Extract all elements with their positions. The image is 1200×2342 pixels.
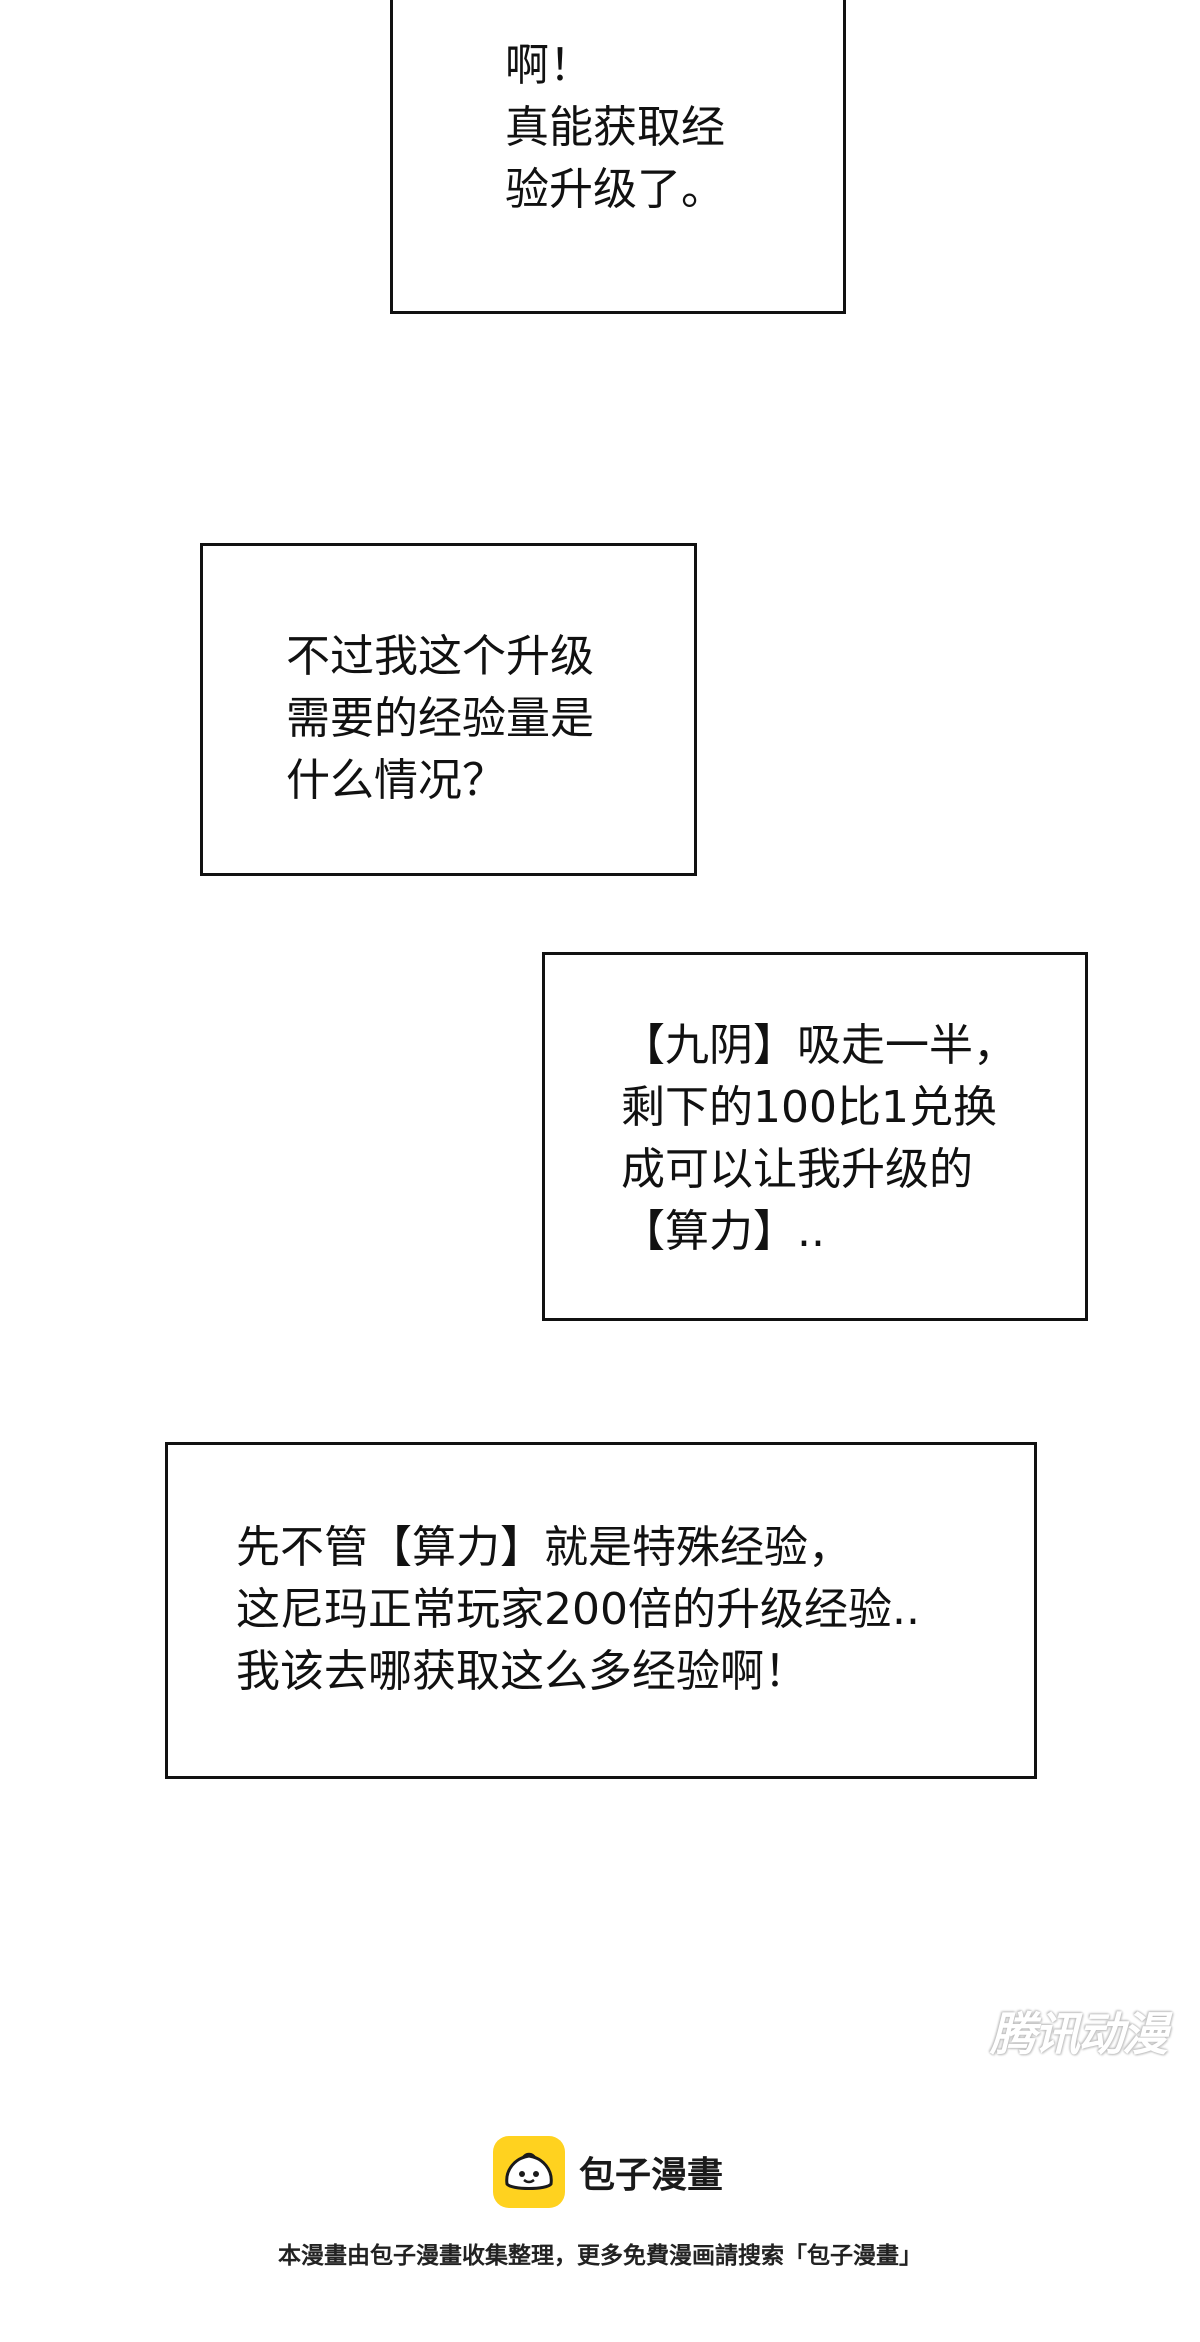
- speech-box-4: 先不管【算力】就是特殊经验， 这尼玛正常玩家200倍的升级经验.. 我该去哪获取…: [165, 1442, 1037, 1779]
- tencent-comic-watermark: 腾讯动漫: [990, 2007, 1168, 2061]
- speech-text-4: 先不管【算力】就是特殊经验， 这尼玛正常玩家200倍的升级经验.. 我该去哪获取…: [236, 1522, 920, 1697]
- footer-note: 本漫畫由包子漫畫收集整理，更多免費漫画請搜索「包子漫畫」: [278, 2243, 922, 2269]
- speech-box-3: 【九阴】吸走一半， 剩下的100比1兑换 成可以让我升级的 【算力】..: [542, 952, 1088, 1321]
- speech-text-1: 啊！ 真能获取经 验升级了。: [505, 40, 725, 215]
- brand-logo[interactable]: 包子漫畫: [493, 2136, 723, 2208]
- speech-box-2: 不过我这个升级 需要的经验量是 什么情况？: [200, 543, 697, 876]
- brand-name: 包子漫畫: [579, 2155, 724, 2196]
- bun-mascot-icon: [493, 2136, 565, 2208]
- speech-text-2: 不过我这个升级 需要的经验量是 什么情况？: [286, 631, 594, 806]
- speech-text-3: 【九阴】吸走一半， 剩下的100比1兑换 成可以让我升级的 【算力】..: [621, 1020, 1017, 1257]
- speech-box-1: 啊！ 真能获取经 验升级了。: [390, 0, 846, 314]
